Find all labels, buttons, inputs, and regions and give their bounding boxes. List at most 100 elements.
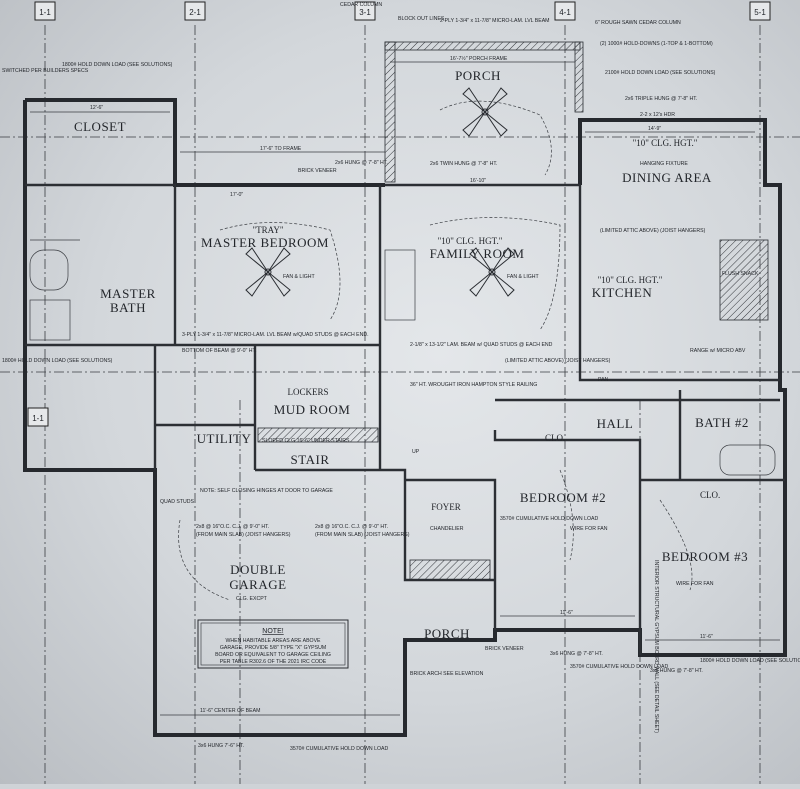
- svg-text:4-1: 4-1: [559, 8, 571, 17]
- annotation: 3x6 HUNG @ 7'-8" HT.: [550, 651, 603, 657]
- room-label-closet: CLOSET: [74, 119, 126, 134]
- ceiling-height-label: "10" CLG. HGT.": [633, 138, 698, 148]
- annotation: 2100# HOLD DOWN LOAD (SEE SOLUTIONS): [605, 70, 716, 76]
- annotation: FLUSH SNACK: [722, 271, 759, 277]
- annotation: 1800# HOLD DOWN LOAD (SEE SOLUTIONS): [62, 62, 173, 68]
- annotation: 2-2 x 12's HDR: [640, 112, 675, 118]
- annotation: 11'-6": [700, 634, 713, 640]
- room-label-bedroom-3: BEDROOM #3: [662, 549, 748, 564]
- room-label-closet-short: CLO.: [545, 433, 565, 443]
- room-label-porch-front: PORCH: [424, 626, 470, 641]
- annotation: (FROM MAIN SLAB) (JOIST HANGERS): [315, 532, 410, 538]
- annotation: 3x6 HUNG 7'-6" HT.: [198, 743, 244, 749]
- annotation: 3x6 HUNG @ 7'-8" HT.: [650, 668, 703, 674]
- annotation: CLG. EXCPT: [236, 596, 268, 602]
- grid-bubble: 3-1: [354, 1, 376, 21]
- annotation: CHANDELIER: [430, 526, 464, 532]
- annotation: INTERIOR STRUCTURAL GYPSUM BOARD WALL (S…: [653, 560, 659, 733]
- annotation: 17'-0": [230, 192, 243, 198]
- wiring-lines: [178, 100, 693, 601]
- porch-front-hatch: [409, 559, 491, 581]
- annotation: 3570# CUMULATIVE HOLD DOWN LOAD: [290, 746, 388, 752]
- annotation: WIRE FOR FAN: [570, 526, 608, 532]
- annotation: 2x8 @ 16"O.C. C.J. @ 9'-0" HT.: [315, 524, 388, 530]
- annotation: RANGE w/ MICRO ABV: [690, 348, 746, 354]
- note-title: NOTE!: [262, 628, 283, 635]
- grid-bubble: 1-1: [27, 407, 49, 427]
- svg-text:5-1: 5-1: [754, 8, 766, 17]
- annotation: (LIMITED ATTIC ABOVE) (JOIST HANGERS): [505, 358, 611, 364]
- annotation: 2-1/8" x 13-1/2" LAM. BEAM w/ QUAD STUDS…: [410, 342, 553, 348]
- annotation: 14'-9": [648, 126, 661, 132]
- annotation: (LIMITED ATTIC ABOVE) (JOIST HANGERS): [600, 228, 706, 234]
- annotation: 11'-6" CENTER OF BEAM: [200, 708, 260, 714]
- room-label-foyer: FOYER: [431, 502, 461, 512]
- svg-text:1-1: 1-1: [39, 8, 51, 17]
- dimension-lines: [29, 61, 780, 716]
- kitchen-island: [719, 239, 769, 321]
- grid-bubble: 2-1: [184, 1, 206, 21]
- ceiling-fan-icon: [462, 87, 508, 137]
- note-line: GARAGE, PROVIDE 5/8" TYPE "X" GYPSUM: [220, 645, 326, 651]
- annotation: QUAD STUDS: [160, 499, 195, 505]
- annotation: (2) 1000# HOLD-DOWNS (1-TOP & 1-BOTTOM): [600, 41, 713, 47]
- annotation: 2x6 TWIN HUNG @ 7'-8" HT.: [430, 161, 497, 167]
- annotation: 3570# CUMULATIVE HOLD DOWN LOAD: [500, 516, 598, 522]
- porch-column-wall: [384, 41, 396, 183]
- note-line: WHEN HABITABLE AREAS ARE ABOVE: [225, 638, 321, 644]
- room-label-master-bedroom: MASTER BEDROOM: [201, 235, 329, 250]
- room-label-bath-2: BATH #2: [695, 415, 749, 430]
- annotation: 16'-10": [470, 178, 486, 184]
- grid-lines: [0, 25, 800, 784]
- room-label-porch: PORCH: [455, 68, 501, 83]
- annotation: 36" HT. WROUGHT IRON HAMPTON STYLE RAILI…: [410, 382, 537, 388]
- annotation: BRICK VENEER: [298, 168, 337, 174]
- annotation: 12'-6": [90, 105, 103, 111]
- ceiling-height-label: "10" CLG. HGT.": [438, 236, 503, 246]
- annotation: CEDAR COLUMN: [340, 2, 382, 8]
- annotation: HANGING FIXTURE: [640, 161, 688, 167]
- annotation: UP: [412, 449, 420, 455]
- porch-beam: [384, 41, 581, 51]
- annotation: PAN: [598, 377, 609, 383]
- room-label-mud-room: MUD ROOM: [274, 402, 351, 417]
- annotation: 2-PLY 1-3/4" x 11-7/8" MICRO-LAM. LVL BE…: [440, 18, 550, 24]
- ceiling-height-label: "10" CLG. HGT.": [598, 275, 663, 285]
- room-label-bedroom-2: BEDROOM #2: [520, 490, 606, 505]
- room-label-hall: HALL: [597, 416, 634, 431]
- annotation: 2x6 HUNG @ 7'-8" HT.: [335, 160, 388, 166]
- annotation: 2x6 TRIPLE HUNG @ 7'-8" HT.: [625, 96, 697, 102]
- room-label-utility: UTILITY: [197, 431, 252, 446]
- room-label-master-bath: BATH: [110, 300, 146, 315]
- cedar-column: [574, 41, 584, 113]
- annotation: 3-PLY 1-3/4" x 11-7/8" MICRO-LAM. LVL BE…: [182, 332, 369, 338]
- room-label-stair: STAIR: [290, 452, 329, 467]
- annotation: 1800# HOLD DOWN LOAD (SEE SOLUTIONS): [2, 358, 113, 364]
- svg-text:3-1: 3-1: [359, 8, 371, 17]
- annotation: (FROM MAIN SLAB) (JOIST HANGERS): [196, 532, 291, 538]
- annotation: WIRE FOR FAN: [676, 581, 714, 587]
- room-label-master-bath: MASTER: [100, 286, 156, 301]
- grid-bubble: 5-1: [749, 1, 771, 21]
- note-line: BOARD OR EQUIVALENT TO GARAGE CEILING: [215, 652, 331, 658]
- annotation: FAN & LIGHT: [283, 274, 316, 280]
- stair-hatch: [257, 427, 379, 443]
- annotation: 1800# HOLD DOWN LOAD (SEE SOLUTIONS): [700, 658, 800, 664]
- annotation: 2x8 @ 16"O.C. C.J. @ 9'-0" HT.: [196, 524, 269, 530]
- ceiling-fan-icon: [245, 247, 291, 297]
- annotation: 11'-6": [560, 610, 573, 616]
- annotation: 6" ROUGH SAWN CEDAR COLUMN: [595, 20, 681, 26]
- room-label-closet-short: CLO.: [700, 490, 720, 500]
- ceiling-type-label: "TRAY": [252, 225, 283, 235]
- annotation: 17'-6" TO FRAME: [260, 146, 302, 152]
- annotation: 3570# CUMULATIVE HOLD DOWN LOAD: [570, 664, 668, 670]
- annotation: BRICK VENEER: [485, 646, 524, 652]
- room-label-kitchen: KITCHEN: [592, 285, 653, 300]
- annotation: BOTTOM OF BEAM @ 9'-0" HT.: [182, 348, 257, 354]
- annotation: SWITCHED PER BUILDERS SPECS: [2, 68, 89, 74]
- svg-text:1-1: 1-1: [32, 414, 44, 423]
- svg-text:2-1: 2-1: [189, 8, 201, 17]
- note-line: PER TABLE R302.6 OF THE 2021 IRC CODE: [220, 659, 327, 665]
